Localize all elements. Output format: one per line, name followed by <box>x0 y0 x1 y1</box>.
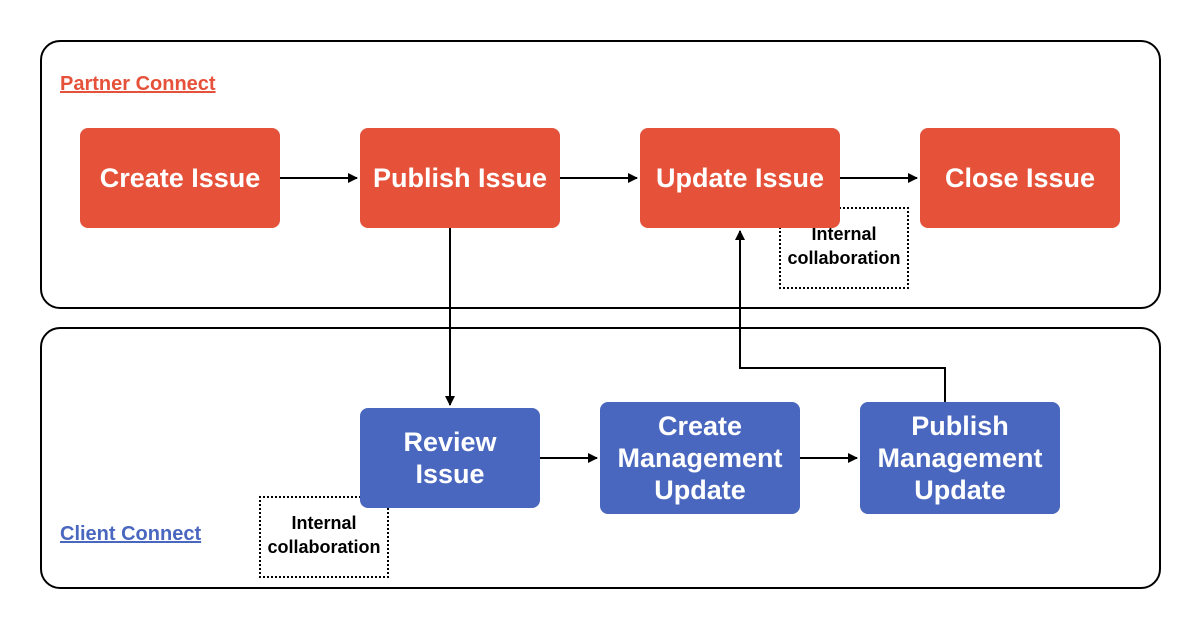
partner-internal-collaboration-text: Internal collaboration <box>779 222 909 270</box>
create-issue-label: Create Issue <box>99 163 261 193</box>
close-issue-label: Close Issue <box>944 163 1096 193</box>
publish-management-update-step[interactable]: Publish Management Update <box>860 402 1060 514</box>
publish-mgmt-label-line1: Publish <box>911 411 1009 441</box>
close-issue-step[interactable]: Close Issue <box>920 128 1120 228</box>
create-mgmt-label-line1: Create <box>657 411 743 441</box>
create-mgmt-label-line3: Update <box>654 475 746 505</box>
review-issue-label-line1: Review <box>403 427 497 457</box>
review-issue-label-line2: Issue <box>415 459 485 489</box>
update-issue-step[interactable]: Update Issue <box>640 128 840 228</box>
publish-issue-label: Publish Issue <box>372 163 548 193</box>
note-line-internal: Internal <box>811 224 877 244</box>
update-issue-label: Update Issue <box>655 163 825 193</box>
note-line-internal: Internal <box>291 513 357 533</box>
publish-mgmt-label-line3: Update <box>914 475 1006 505</box>
note-line-collaboration: collaboration <box>787 248 901 268</box>
create-management-update-step[interactable]: Create Management Update <box>600 402 800 514</box>
create-mgmt-label-line2: Management <box>617 443 783 473</box>
arrow-publish-mgmt-to-update <box>735 230 946 402</box>
note-line-collaboration: collaboration <box>267 537 381 557</box>
review-issue-step[interactable]: Review Issue <box>360 408 540 508</box>
create-issue-step[interactable]: Create Issue <box>80 128 280 228</box>
publish-mgmt-label-line2: Management <box>877 443 1043 473</box>
client-connect-title: Client Connect <box>60 523 202 545</box>
client-internal-collaboration-note <box>259 496 389 578</box>
partner-connect-title: Partner Connect <box>60 73 216 95</box>
publish-issue-step[interactable]: Publish Issue <box>360 128 560 228</box>
client-internal-collaboration-text: Internal collaboration <box>259 511 389 559</box>
